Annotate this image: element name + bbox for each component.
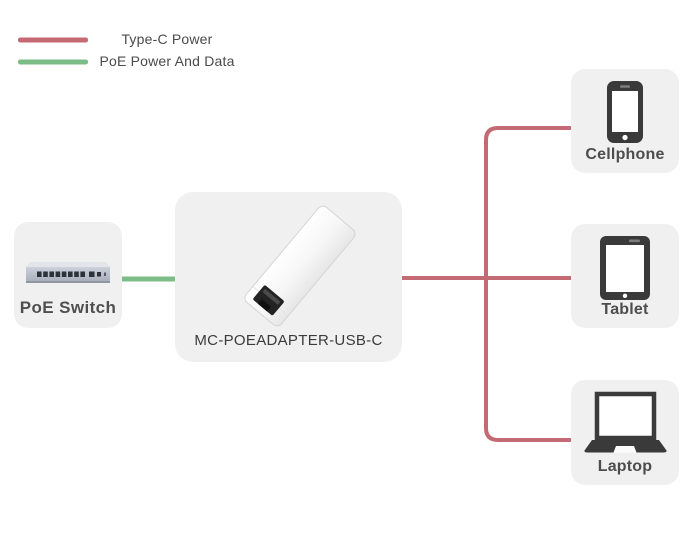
cellphone-node: Cellphone [571, 69, 679, 173]
poe-switch-label: PoE Switch [19, 298, 117, 317]
legend-label-type-c: Type-C Power [121, 31, 213, 47]
poe-adapter-label: MC-POEADAPTER-USB-C [194, 332, 383, 349]
poe-power-line-icon [18, 59, 88, 64]
legend-label-poe: PoE Power And Data [99, 53, 235, 69]
tablet-label: Tablet [601, 301, 649, 318]
laptop-icon [584, 391, 667, 453]
type-c-trunk-line [484, 126, 573, 442]
poe-switch-icon [26, 262, 110, 283]
poe-adapter-icon [244, 205, 356, 327]
legend: Type-C Power PoE Power And Data [18, 28, 246, 72]
poe-switch-node: PoE Switch [14, 222, 122, 328]
tablet-node: Tablet [571, 224, 679, 328]
cellphone-icon [607, 81, 643, 143]
laptop-label: Laptop [597, 458, 653, 475]
cellphone-label: Cellphone [585, 146, 665, 163]
legend-item-poe-power: PoE Power And Data [18, 50, 246, 72]
type-c-power-line-icon [18, 37, 88, 42]
poe-adapter-node: MC-POEADAPTER-USB-C [175, 192, 402, 362]
tablet-icon [600, 236, 650, 300]
laptop-node: Laptop [571, 380, 679, 485]
legend-item-type-c-power: Type-C Power [18, 28, 246, 50]
